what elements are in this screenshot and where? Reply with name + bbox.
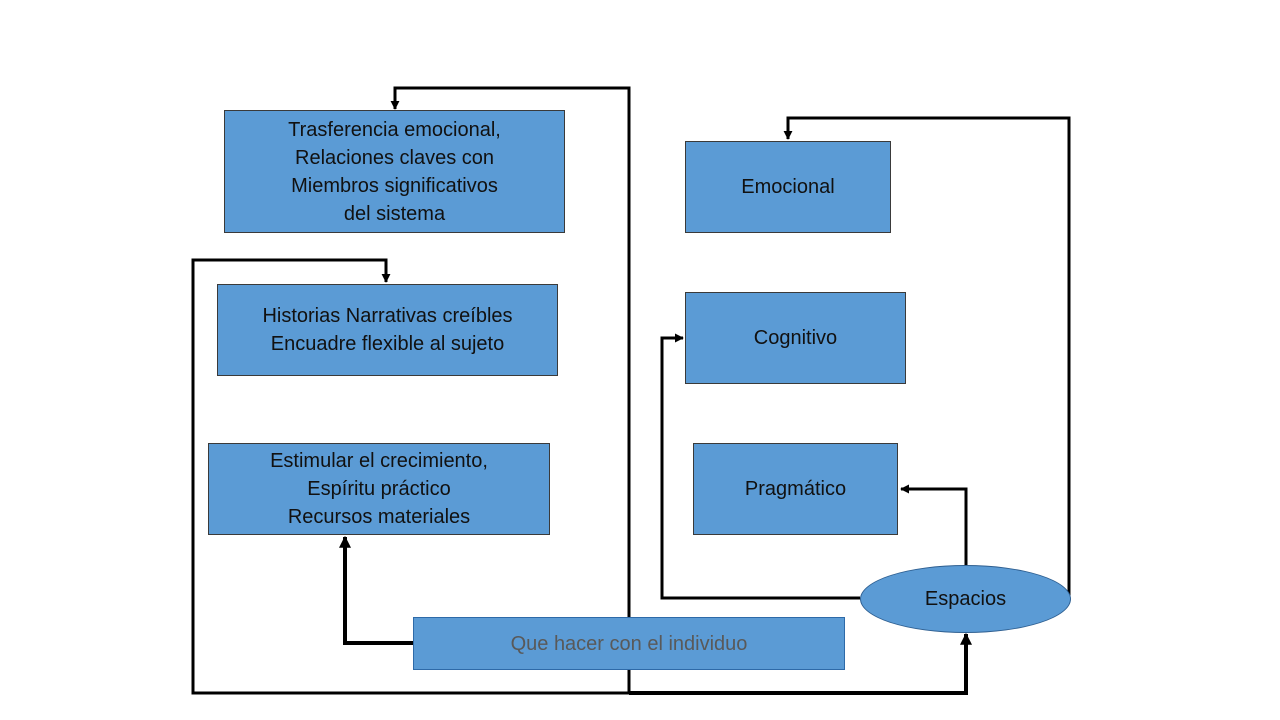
connector-espacios-to-emocional — [783, 116, 1071, 598]
ellipse-espacios: Espacios — [860, 565, 1071, 633]
box-historias-label: Historias Narrativas creíbles Encuadre f… — [262, 305, 513, 355]
connector-frame-to-historias — [191, 258, 629, 695]
box-emocional-label: Emocional — [741, 176, 835, 198]
ellipse-espacios-label: Espacios — [924, 587, 1007, 610]
box-pragmatico-label: Pragmático — [744, 478, 847, 500]
connector-espacios-to-pragmatico — [900, 484, 968, 565]
box-que-hacer-label: Que hacer con el individuo — [510, 632, 748, 655]
box-transferencia-label: Trasferencia emocional, Relaciones clave… — [288, 118, 501, 225]
connector-espacios-to-cognitivo — [660, 333, 860, 600]
box-emocional: Emocional — [685, 141, 891, 233]
connector-to-transferencia — [390, 86, 631, 693]
box-estimular-label: Estimular el crecimiento, Espíritu práct… — [270, 450, 488, 528]
box-pragmatico: Pragmático — [693, 443, 898, 535]
box-estimular: Estimular el crecimiento, Espíritu práct… — [208, 443, 550, 535]
box-cognitivo-label: Cognitivo — [753, 327, 838, 349]
connector-to-espacios — [629, 632, 972, 695]
box-historias: Historias Narrativas creíbles Encuadre f… — [217, 284, 558, 376]
connector-quehacer-to-estimular — [339, 535, 413, 645]
box-cognitivo: Cognitivo — [685, 292, 906, 384]
box-que-hacer: Que hacer con el individuo — [413, 617, 845, 670]
box-transferencia: Trasferencia emocional, Relaciones clave… — [224, 110, 565, 233]
